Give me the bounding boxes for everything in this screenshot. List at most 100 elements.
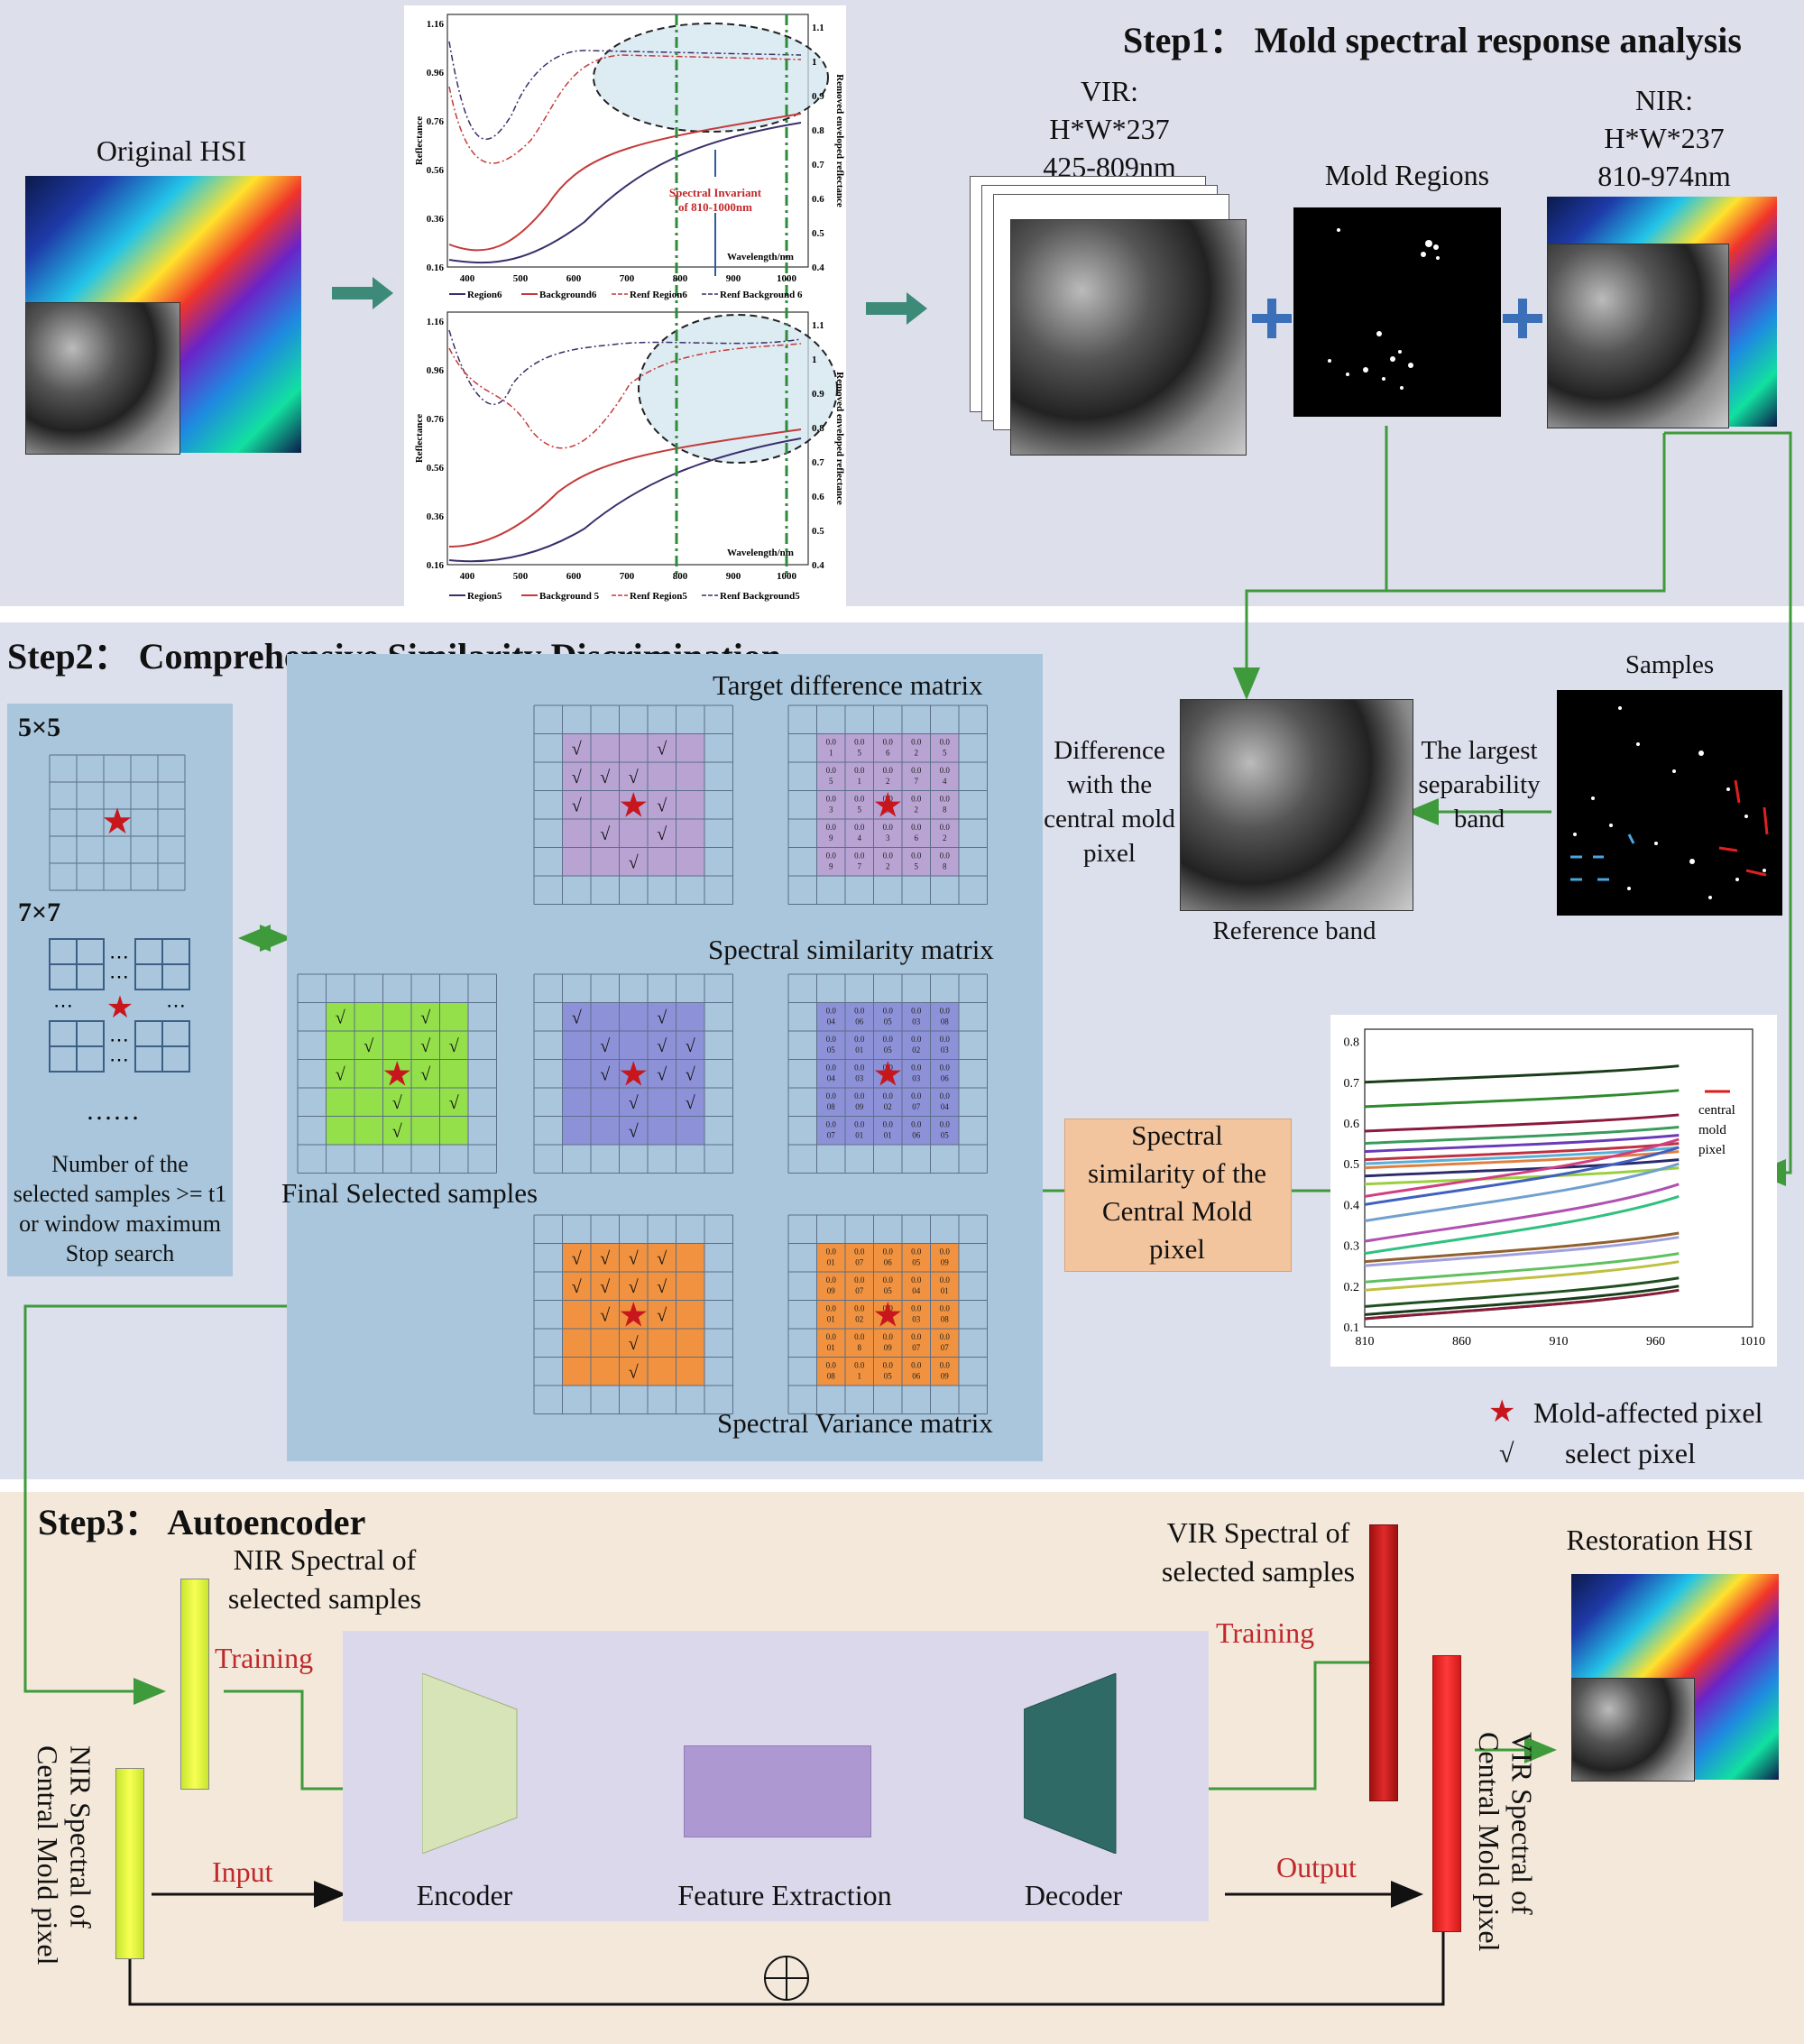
samples-label: Samples xyxy=(1625,650,1715,679)
matrix-value: 1 xyxy=(858,777,862,786)
matrix-value: 04 xyxy=(827,1017,836,1027)
matrix-value: 05 xyxy=(941,1131,950,1140)
check-mark: √ xyxy=(392,1121,402,1141)
matrix-value: 07 xyxy=(941,1343,950,1352)
spectrum-line xyxy=(1364,1183,1680,1243)
window-dots: …… xyxy=(86,1096,140,1126)
matrix-value: 0.0 xyxy=(911,852,922,861)
check-mark: √ xyxy=(572,739,582,759)
check-mark: √ xyxy=(657,1248,667,1268)
y-right-tick-label: 0.4 xyxy=(812,262,824,273)
matrix-value: 3 xyxy=(829,806,833,815)
star-icon: ★ xyxy=(618,1055,649,1093)
matrix-value: 01 xyxy=(827,1315,835,1324)
step3-title: Step3： Autoencoder xyxy=(38,1502,366,1542)
matrix-value: 09 xyxy=(827,1286,836,1295)
check-mark: √ xyxy=(629,1362,639,1382)
check-mark: √ xyxy=(420,1064,430,1084)
matrix-value: 9 xyxy=(829,862,833,871)
star-icon: ★ xyxy=(872,1296,903,1334)
matrix-value: 0.0 xyxy=(854,1275,865,1284)
spectral-similarity-text-2: similarity of the xyxy=(1087,1157,1267,1189)
spectral-similarity-text-4: pixel xyxy=(1149,1233,1205,1265)
matrix-value: 2 xyxy=(943,833,947,842)
y-right-tick-label: 0.5 xyxy=(812,228,824,239)
matrix-value: 0.0 xyxy=(883,1248,894,1257)
legend-check-icon: √ xyxy=(1499,1439,1514,1469)
matrix-value: 08 xyxy=(941,1017,950,1027)
svg-text:⋯: ⋯ xyxy=(109,1028,129,1051)
matrix-value: 01 xyxy=(827,1258,835,1267)
matrix-value: 0.0 xyxy=(940,766,951,775)
y-left-tick-label: 0.56 xyxy=(427,165,445,176)
y-right-tick-label: 0.6 xyxy=(812,492,824,502)
bottom-legend-4: Renf Background5 xyxy=(720,591,800,602)
matrix-value: 1 xyxy=(858,1372,862,1381)
variance-check-matrix: √√√√√√√√√√√√★ xyxy=(533,1214,733,1414)
matrix-value: 0.0 xyxy=(854,1304,865,1313)
spectrum-line xyxy=(1364,1113,1680,1133)
matrix-value: 2 xyxy=(886,777,890,786)
matrix-value: 0.0 xyxy=(854,1091,865,1100)
nir-selected-text-1: NIR Spectral of xyxy=(233,1543,417,1576)
nir-central-text-2: Central Mold pixel xyxy=(31,1745,64,1966)
mold-regions-label: Mold Regions xyxy=(1324,159,1490,191)
spectrum-line xyxy=(1364,1284,1680,1316)
check-mark: √ xyxy=(572,1277,582,1297)
check-mark: √ xyxy=(657,796,667,815)
matrix-value: 01 xyxy=(941,1286,949,1295)
matrix-value: 0.0 xyxy=(911,766,922,775)
y-left-tick-label: 1.16 xyxy=(427,317,445,327)
matrix-value: 0.0 xyxy=(854,823,865,832)
spectral-variance-title: Spectral Variance matrix xyxy=(717,1407,993,1439)
spectrum-line xyxy=(1364,1146,1680,1206)
matrix-value: 06 xyxy=(912,1131,921,1140)
matrix-value: 07 xyxy=(855,1286,864,1295)
spectra-y-tick: 0.3 xyxy=(1344,1240,1360,1254)
y-right-tick-label: 0.9 xyxy=(812,91,824,102)
matrix-value: 3 xyxy=(886,806,890,815)
spectrum-line xyxy=(1364,1288,1680,1321)
nir-hsi-front-face xyxy=(1547,244,1729,428)
star-icon: ★ xyxy=(106,991,133,1025)
matrix-value: 0.0 xyxy=(854,1332,865,1341)
matrix-value: 0.0 xyxy=(940,1035,951,1044)
matrix-value: 2 xyxy=(915,749,919,758)
matrix-value: 0.0 xyxy=(911,1035,922,1044)
matrix-value: 01 xyxy=(855,1045,863,1054)
matrix-value: 0.0 xyxy=(854,852,865,861)
restoration-hsi-front-face xyxy=(1571,1678,1695,1782)
matrix-value: 03 xyxy=(912,1074,921,1083)
target-check-matrix: √√√√√√√√√√★ xyxy=(533,704,733,905)
matrix-value: 02 xyxy=(884,1074,892,1083)
matrix-value: 0.0 xyxy=(883,795,894,804)
matrix-value: 5 xyxy=(858,806,862,815)
matrix-value: 0.0 xyxy=(883,1120,894,1129)
x-tick-label: 600 xyxy=(566,571,582,582)
matrix-value: 0.0 xyxy=(854,1248,865,1257)
matrix-value: 0.0 xyxy=(826,1035,837,1044)
y-right-tick-label: 0.4 xyxy=(812,560,824,571)
nir-selected-text-2: selected samples xyxy=(227,1582,422,1615)
check-mark: √ xyxy=(657,1277,667,1297)
matrix-value: 0.0 xyxy=(940,1091,951,1100)
largest-band-text-1: The largest xyxy=(1421,736,1538,765)
matrix-value: 0.0 xyxy=(883,1275,894,1284)
matrix-value: 0.0 xyxy=(940,1120,951,1129)
matrix-value: 0.0 xyxy=(883,1361,894,1370)
matrix-value: 1 xyxy=(829,749,833,758)
vir-central-text-1: VIR Spectral of xyxy=(1505,1732,1539,1915)
feature-extraction-label: Feature Extraction xyxy=(677,1879,892,1911)
check-mark: √ xyxy=(629,1334,639,1354)
matrix-value: 0.0 xyxy=(940,1361,951,1370)
arrow-right-2 xyxy=(866,292,927,325)
plus-icon-1-v xyxy=(1267,299,1276,338)
matrix-value: 0.0 xyxy=(854,795,865,804)
matrix-value: 5 xyxy=(943,749,947,758)
matrix-value: 03 xyxy=(855,1074,864,1083)
matrix-value: 04 xyxy=(912,1286,921,1295)
matrix-value: 0.0 xyxy=(911,1091,922,1100)
matrix-value: 01 xyxy=(827,1343,835,1352)
nir-central-bar xyxy=(115,1768,144,1959)
matrix-value: 0.0 xyxy=(940,1248,951,1257)
